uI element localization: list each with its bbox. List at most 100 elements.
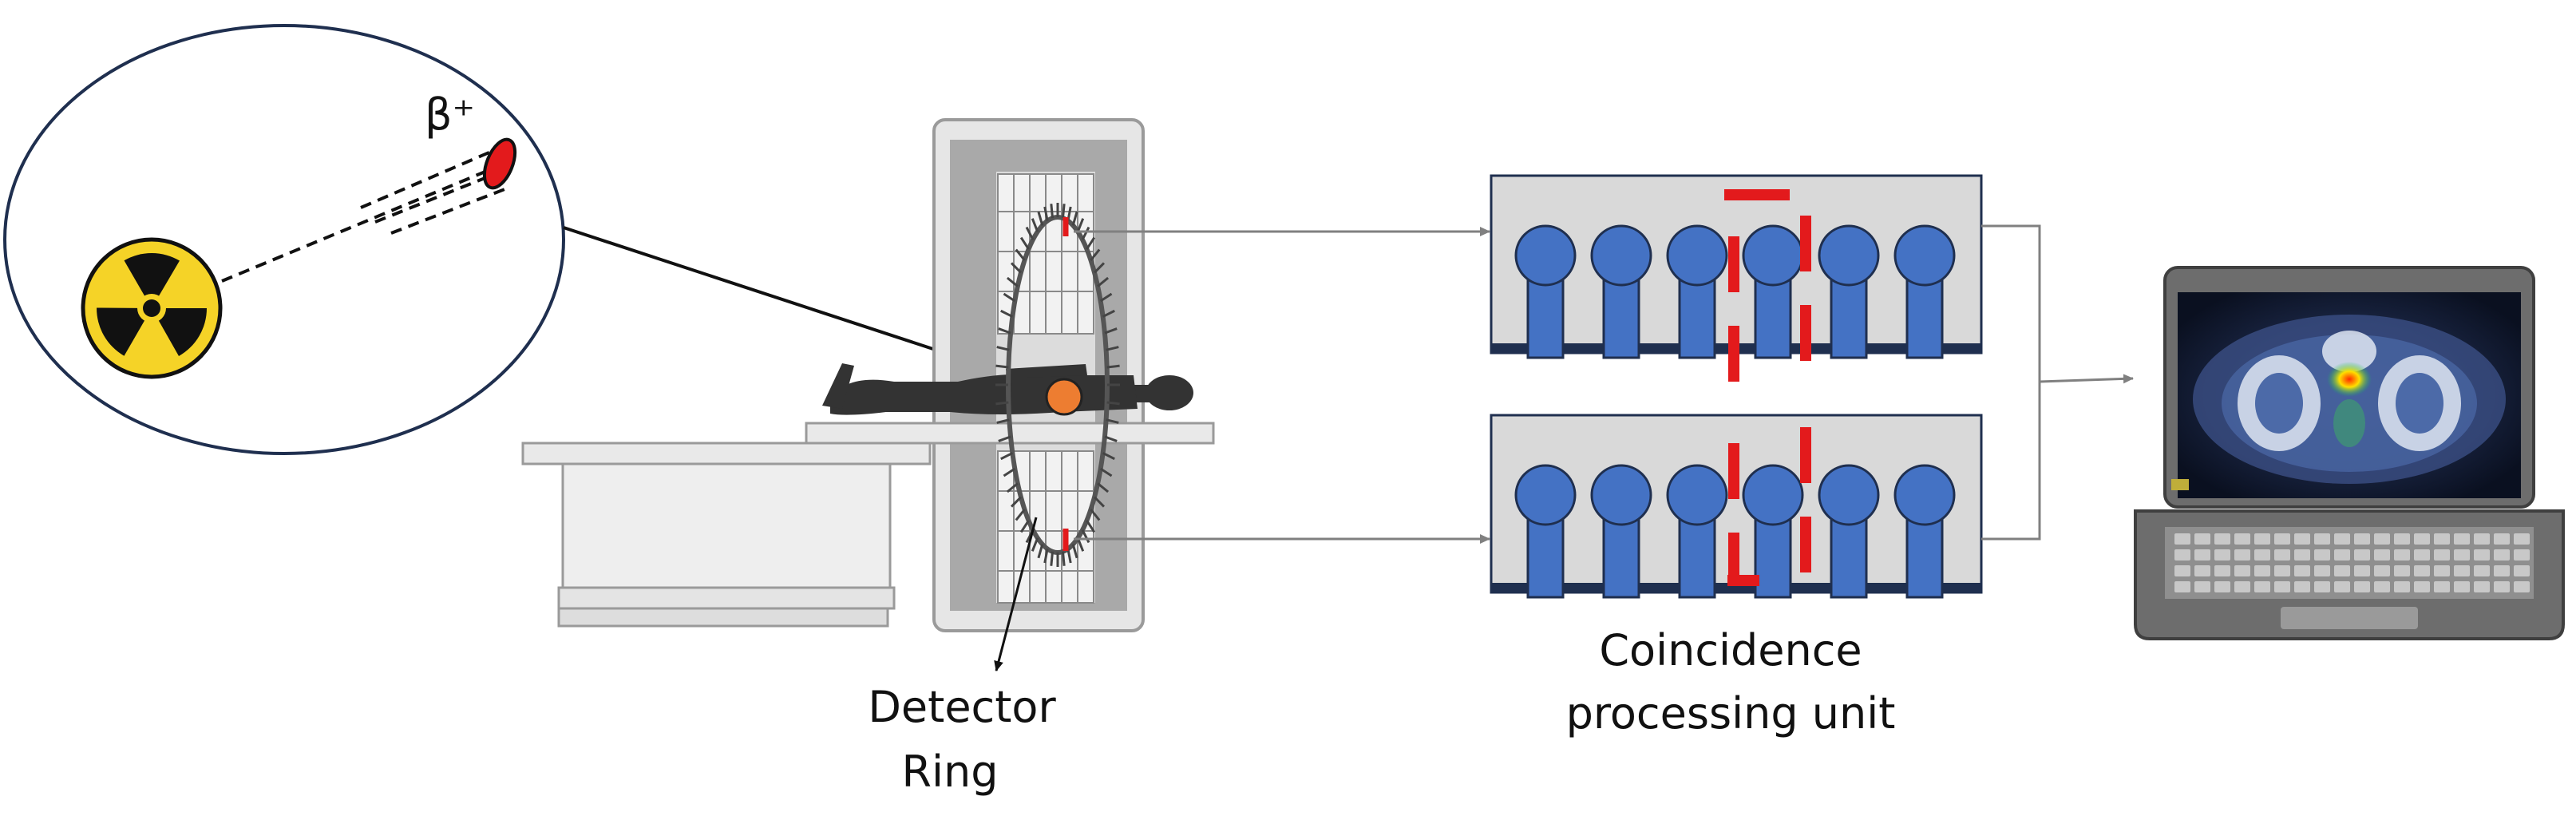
keyboard-key — [2194, 581, 2210, 592]
keyboard-key — [2454, 549, 2470, 561]
detector-crystal — [1003, 467, 1016, 477]
detector-ring — [995, 203, 1120, 567]
photomultiplier-tube-icon — [1590, 464, 1652, 599]
detector-crystal — [1050, 551, 1055, 566]
keyboard-key — [2514, 565, 2530, 576]
detector-crystal — [1000, 309, 1014, 318]
detector-crystal — [1090, 509, 1101, 521]
keyboard-key — [2394, 533, 2410, 545]
keyboard-key — [2374, 565, 2390, 576]
photomultiplier-tube-icon — [1893, 464, 1956, 599]
keyboard-key — [2494, 549, 2510, 561]
photomultiplier-tube-icon — [1666, 224, 1728, 359]
keyboard-key — [2174, 533, 2190, 545]
keyboard-key — [2214, 533, 2230, 545]
positron-trail — [390, 185, 512, 235]
keyboard-key — [2414, 533, 2430, 545]
detector-crystal — [1061, 204, 1066, 219]
detector-crystal — [1097, 482, 1110, 493]
detector-crystal — [1003, 292, 1016, 303]
detector-ring-label-line2: Ring — [901, 747, 998, 797]
detector-crystal — [1015, 248, 1026, 261]
keyboard-key — [2254, 533, 2270, 545]
keyboard-key — [2274, 549, 2290, 561]
keyboard-key — [2514, 581, 2530, 592]
keyboard-key — [2294, 581, 2310, 592]
detector-crystal — [1090, 248, 1101, 261]
tracer-hot-spot — [1045, 378, 1083, 416]
keyboard-key — [2234, 549, 2250, 561]
detector-crystal — [1106, 364, 1120, 369]
keyboard-key — [2374, 533, 2390, 545]
radiation-trefoil-icon — [81, 237, 223, 379]
keyboard-key — [2194, 549, 2210, 561]
detector-crystal — [1071, 211, 1078, 226]
keyboard-key — [2454, 581, 2470, 592]
detector-crystal — [1019, 520, 1030, 533]
keyboard-key — [2334, 533, 2350, 545]
detector-crystal — [1076, 218, 1085, 232]
keyboard-key — [2494, 581, 2510, 592]
detector-crystal — [1050, 204, 1055, 219]
coincidence-window — [1724, 189, 1811, 586]
keyboard-key — [2434, 549, 2450, 561]
detector-crystal — [1015, 509, 1026, 521]
keyboard-key — [2414, 549, 2430, 561]
keyboard-key — [2314, 533, 2330, 545]
detector-crystal — [1081, 529, 1090, 544]
keyboard-key — [2294, 565, 2310, 576]
coincidence-label-line2: processing unit — [1566, 688, 1896, 739]
detector-crystal — [1071, 544, 1078, 559]
keyboard-key — [2314, 549, 2330, 561]
detector-crystal — [1010, 496, 1022, 508]
coincidence-unit — [1490, 174, 1983, 599]
keyboard-key — [2254, 549, 2270, 561]
detector-crystal — [1104, 435, 1118, 442]
pet-scan-image — [2171, 315, 2506, 490]
detector-crystal — [998, 435, 1011, 442]
keyboard-key — [2174, 565, 2190, 576]
detector-crystal — [995, 364, 1009, 369]
keyboard-key — [2274, 565, 2290, 576]
keyboard-key — [2214, 549, 2230, 561]
keyboard-key — [2294, 549, 2310, 561]
keyboard-key — [2394, 565, 2410, 576]
keyboard-key — [2454, 533, 2470, 545]
zoom-bubble: β⁺ — [3, 24, 565, 455]
output-connector — [1981, 224, 2041, 541]
positron-trail — [360, 150, 492, 209]
detector-crystal — [1094, 262, 1106, 274]
keyboard-key — [2374, 581, 2390, 592]
keyboard-key — [2354, 533, 2370, 545]
detector-crystal — [1076, 537, 1085, 552]
detector-crystal — [996, 418, 1010, 424]
keyboard-key — [2334, 581, 2350, 592]
keyboard-key — [2274, 581, 2290, 592]
keyboard-key — [2234, 533, 2250, 545]
detector-crystal — [1000, 452, 1014, 461]
keyboard-key — [2494, 565, 2510, 576]
keyboard-key — [2214, 565, 2230, 576]
keyboard-key — [2274, 533, 2290, 545]
keyboard-key — [2374, 549, 2390, 561]
detector-crystal — [1102, 309, 1115, 318]
photomultiplier-tube-icon — [1818, 464, 1880, 599]
laptop-icon — [2134, 266, 2565, 640]
photomultiplier-tube-icon — [1893, 224, 1956, 359]
keyboard-key — [2474, 565, 2490, 576]
keyboard-key — [2334, 565, 2350, 576]
detector-crystal — [1104, 327, 1118, 335]
detector-crystal — [1010, 262, 1022, 274]
keyboard-key — [2174, 549, 2190, 561]
detector-panel-top — [1490, 174, 1983, 359]
keyboard-key — [2254, 581, 2270, 592]
detector-crystal — [1081, 226, 1090, 240]
detector-crystal — [1031, 218, 1039, 232]
detector-crystal — [1106, 401, 1120, 406]
photomultiplier-tube-icon — [1818, 224, 1880, 359]
detector-crystal — [1006, 482, 1019, 493]
detector-crystal — [1097, 276, 1110, 287]
coincidence-label-line1: Coincidence — [1599, 625, 1862, 675]
output-arrow — [2039, 374, 2134, 384]
